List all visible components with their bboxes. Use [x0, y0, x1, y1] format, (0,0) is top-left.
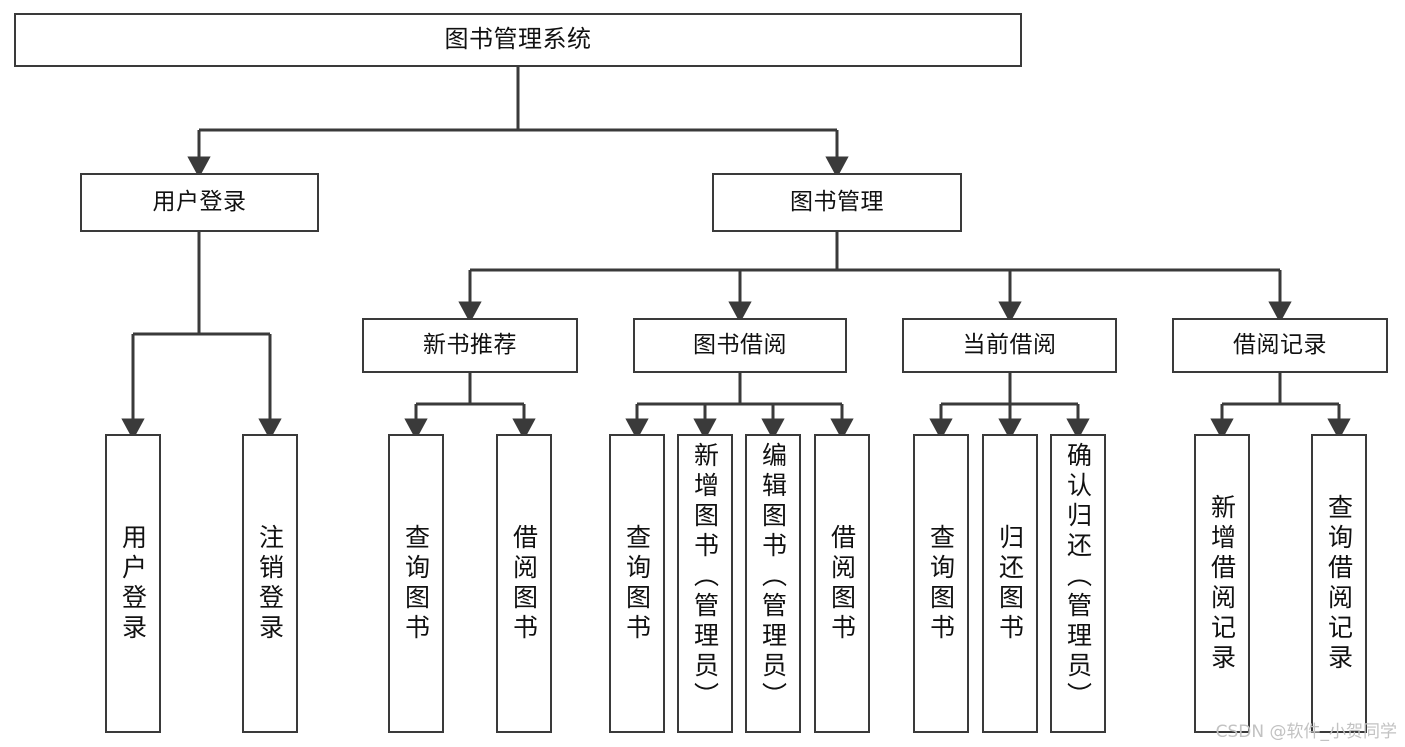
node-user-login[interactable]: 用户登录 [80, 173, 319, 232]
node-label: 新增借阅记录 [1207, 493, 1237, 674]
leaf-borrow-edit-book-admin[interactable]: 编辑图书（管理员） [745, 434, 801, 733]
node-label: 查询借阅记录 [1324, 493, 1354, 674]
node-book-borrow[interactable]: 图书借阅 [633, 318, 847, 373]
leaf-user-login-login[interactable]: 用户登录 [105, 434, 161, 733]
leaf-borrow-add-book-admin[interactable]: 新增图书（管理员） [677, 434, 733, 733]
node-label: 注销登录 [255, 523, 285, 644]
node-label: 新书推荐 [423, 332, 517, 359]
node-label: 确认归还（管理员） [1063, 442, 1093, 712]
node-label: 查询图书 [622, 523, 652, 644]
node-root-system[interactable]: 图书管理系统 [14, 13, 1022, 67]
node-label: 图书管理系统 [444, 25, 592, 54]
leaf-records-add-record[interactable]: 新增借阅记录 [1194, 434, 1250, 733]
node-label: 图书借阅 [693, 332, 787, 359]
leaf-user-login-logout[interactable]: 注销登录 [242, 434, 298, 733]
node-label: 查询图书 [401, 523, 431, 644]
node-borrow-records[interactable]: 借阅记录 [1172, 318, 1388, 373]
leaf-current-confirm-return-admin[interactable]: 确认归还（管理员） [1050, 434, 1106, 733]
leaf-current-query-book[interactable]: 查询图书 [913, 434, 969, 733]
node-label: 借阅图书 [509, 523, 539, 644]
leaf-current-return-book[interactable]: 归还图书 [982, 434, 1038, 733]
node-label: 当前借阅 [962, 332, 1057, 359]
node-label: 借阅记录 [1233, 332, 1327, 359]
node-label: 新增图书（管理员） [690, 442, 720, 712]
node-label: 用户登录 [118, 523, 148, 644]
node-new-book-recommend[interactable]: 新书推荐 [362, 318, 578, 373]
node-label: 归还图书 [995, 523, 1025, 644]
leaf-records-query-record[interactable]: 查询借阅记录 [1311, 434, 1367, 733]
node-label: 编辑图书（管理员） [758, 442, 788, 712]
node-current-borrow[interactable]: 当前借阅 [902, 318, 1117, 373]
leaf-new-books-query[interactable]: 查询图书 [388, 434, 444, 733]
node-label: 查询图书 [926, 523, 956, 644]
node-label: 用户登录 [152, 189, 247, 216]
node-label: 借阅图书 [827, 523, 857, 644]
node-book-management[interactable]: 图书管理 [712, 173, 962, 232]
leaf-borrow-borrow-book[interactable]: 借阅图书 [814, 434, 870, 733]
node-label: 图书管理 [790, 189, 884, 216]
csdn-watermark: CSDN @软件_小贺同学 [1215, 722, 1397, 742]
leaf-borrow-query-book[interactable]: 查询图书 [609, 434, 665, 733]
leaf-new-books-borrow[interactable]: 借阅图书 [496, 434, 552, 733]
